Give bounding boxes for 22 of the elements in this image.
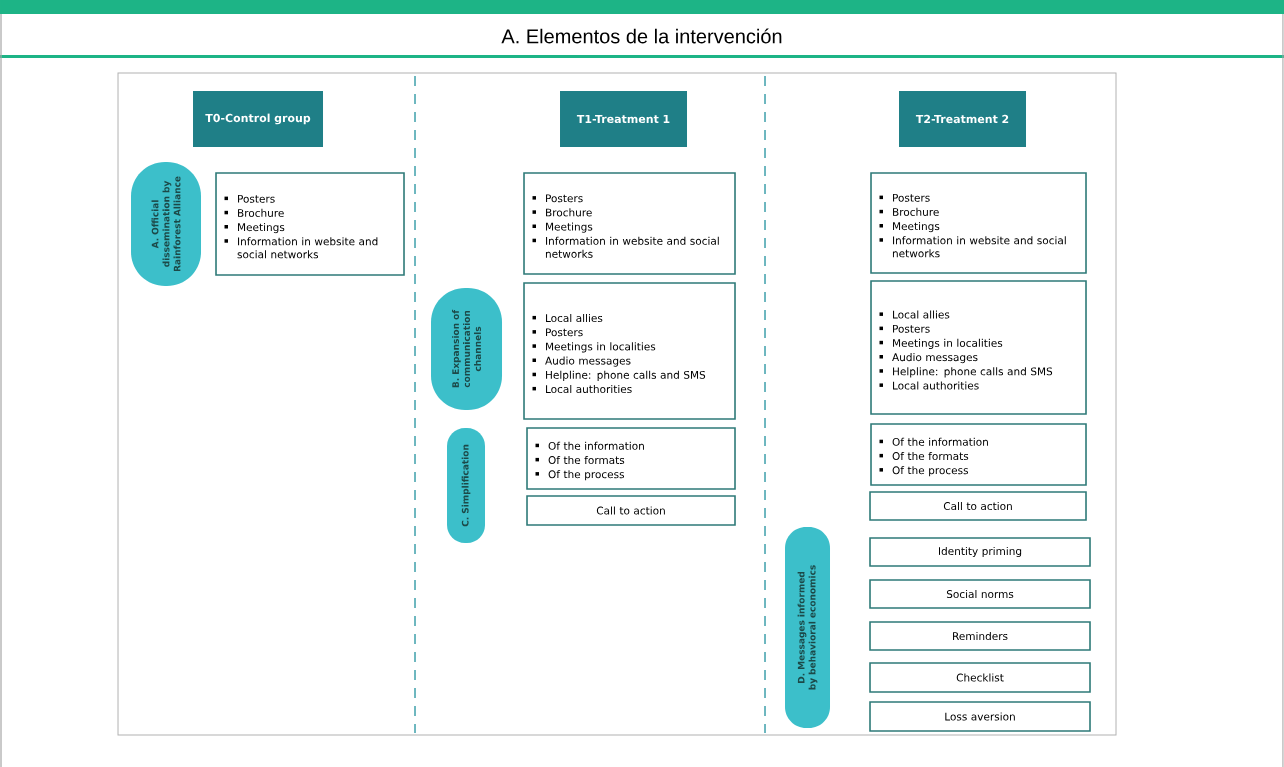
item-box: Social norms [869, 579, 1091, 609]
title-banner: A. Elementos de la intervención [0, 0, 1284, 44]
bullet-list-box: Local allies Posters Meetings in localities Audio messages Helpline: phone calls and SMS Local authorities [523, 282, 736, 420]
bullet-list-box: Of the information Of the formats Of the process [526, 427, 736, 490]
item-box: Checklist [869, 662, 1091, 693]
item-box: Loss aversion [869, 701, 1091, 732]
item-box: Call to action [869, 491, 1087, 521]
category-pill: D. Messages informed by behavioral economics [785, 527, 830, 728]
bullet-list-box: Posters Brochure Meetings Information in website and social networks [523, 172, 736, 275]
bullet-list-box: Of the information Of the formats Of the process [870, 423, 1087, 486]
item-box: Reminders [869, 621, 1091, 651]
bullet-list-box: Posters Brochure Meetings Information in website and social networks [870, 172, 1087, 274]
item-box: Call to action [526, 495, 736, 526]
group-header: T1-Treatment 1 [560, 91, 687, 147]
group-header: T2-Treatment 2 [899, 91, 1026, 147]
group-header: T0-Control group [193, 91, 323, 147]
category-pill: B. Expansion of communication channels [431, 288, 502, 410]
category-pill: C. Simplification [447, 428, 485, 543]
category-pill: A. Official dissemination by Rainforest Alliance [131, 162, 201, 286]
bullet-list-box: Local allies Posters Meetings in localities Audio messages Helpline: phone calls and SMS Local authorities [870, 280, 1087, 415]
bullet-list-box: Posters Brochure Meetings Information in website and social networks [215, 172, 405, 276]
item-box: Identity priming [869, 537, 1091, 567]
